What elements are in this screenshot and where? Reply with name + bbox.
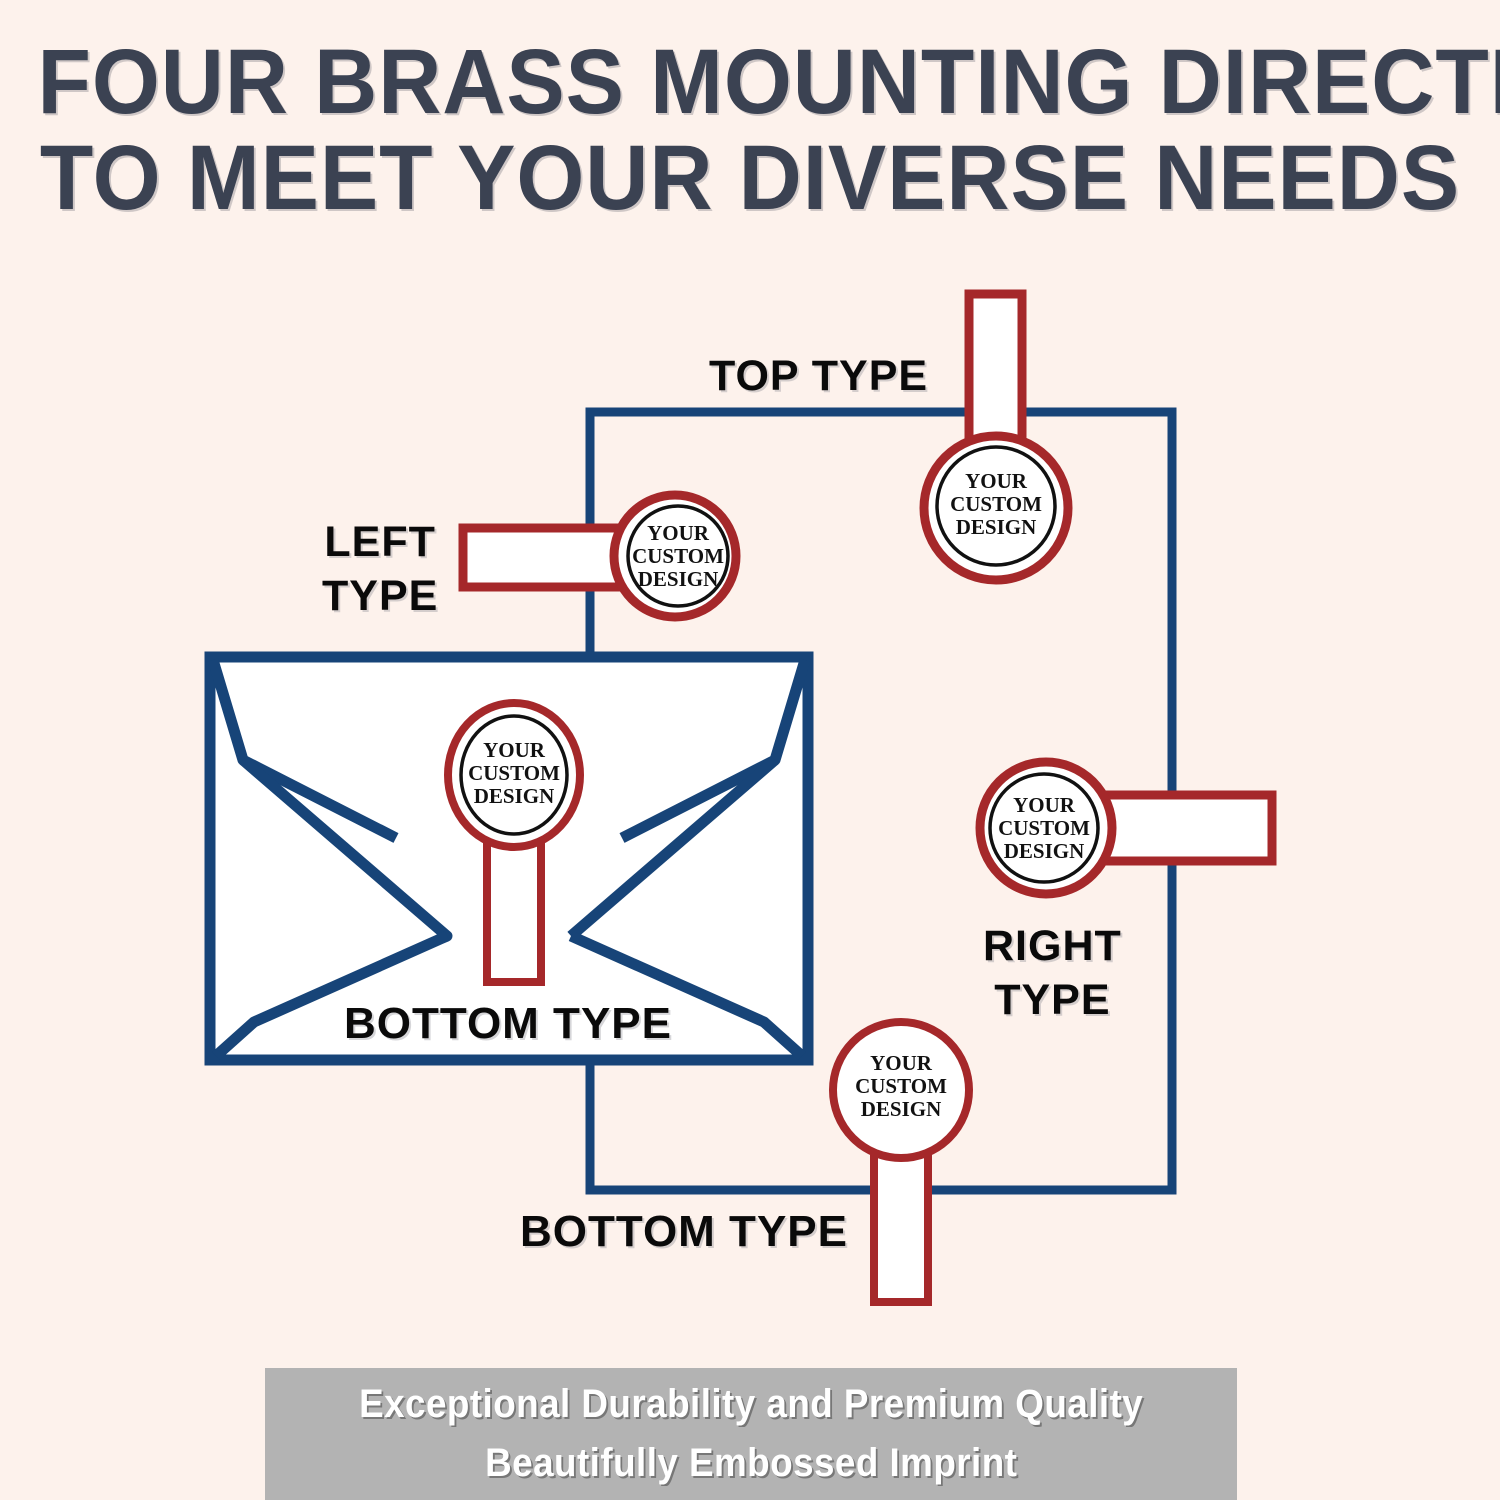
top-type-seal-outer-ring: [919, 431, 1073, 585]
right-type-seal-text-1: YOUR: [1013, 793, 1076, 817]
right-type-seal-inner-ring: [988, 772, 1100, 884]
label-right-type: RIGHT TYPE: [983, 920, 1122, 1028]
label-top-type: TOP TYPE: [709, 352, 929, 400]
footer-line-1: Exceptional Durability and Premium Quali…: [358, 1382, 1144, 1426]
right-type-seal: YOUR CUSTOM DESIGN: [975, 757, 1277, 899]
bottom-type-seal-outer: YOUR CUSTOM DESIGN: [829, 1018, 973, 1306]
bottom-outer-seal-text-3: DESIGN: [861, 1097, 942, 1121]
right-type-stem: [1095, 790, 1277, 866]
envelope-bevel-right: [568, 930, 806, 1061]
left-type-seal-outer-ring: [609, 490, 741, 622]
label-bottom-type-outer: BOTTOM TYPE: [520, 1207, 848, 1256]
bottom-type-seal-envelope: YOUR CUSTOM DESIGN: [444, 699, 584, 986]
top-type-seal-text-1: YOUR: [965, 469, 1028, 493]
left-type-seal-text-3: DESIGN: [638, 567, 719, 591]
right-type-seal-text-3: DESIGN: [1004, 839, 1085, 863]
top-type-stem: [964, 289, 1027, 460]
right-type-seal-outer-ring: [975, 757, 1117, 899]
bottom-envelope-seal-outer-ring: [444, 699, 584, 851]
bottom-envelope-seal-inner-ring: [459, 714, 569, 836]
bottom-outer-seal-outer-ring: [829, 1018, 973, 1162]
bottom-envelope-seal-text-2: CUSTOM: [468, 761, 560, 785]
left-type-seal-text-2: CUSTOM: [632, 544, 724, 568]
top-type-seal: YOUR CUSTOM DESIGN: [919, 289, 1073, 585]
left-type-seal-inner-ring: [626, 504, 730, 608]
label-left-type-line-1: LEFT: [324, 518, 436, 566]
envelope-bevel-left: [212, 930, 450, 1061]
footer-line-2: Beautifully Embossed Imprint: [484, 1441, 1018, 1485]
bottom-envelope-seal-text-1: YOUR: [483, 738, 546, 762]
label-right-type-line-2: TYPE: [994, 975, 1111, 1024]
label-bottom-type-envelope: BOTTOM TYPE: [344, 999, 672, 1048]
left-type-seal-text-1: YOUR: [647, 521, 710, 545]
top-type-seal-inner-ring: [935, 445, 1057, 567]
label-right-type-line-1: RIGHT: [983, 922, 1122, 970]
label-left-type-line-2: TYPE: [322, 571, 439, 620]
footer-banner: Exceptional Durability and Premium Quali…: [265, 1368, 1237, 1500]
right-type-seal-text-2: CUSTOM: [998, 816, 1090, 840]
bottom-outer-seal-text-2: CUSTOM: [855, 1074, 947, 1098]
top-type-seal-text-3: DESIGN: [956, 515, 1037, 539]
left-type-seal: YOUR CUSTOM DESIGN: [458, 490, 741, 622]
label-left-type: LEFT TYPE: [322, 516, 438, 624]
bottom-outer-seal-text-1: YOUR: [870, 1051, 933, 1075]
bottom-envelope-seal-text-3: DESIGN: [474, 784, 555, 808]
envelope-diagonal-right: [567, 755, 779, 941]
top-type-seal-text-2: CUSTOM: [950, 492, 1042, 516]
